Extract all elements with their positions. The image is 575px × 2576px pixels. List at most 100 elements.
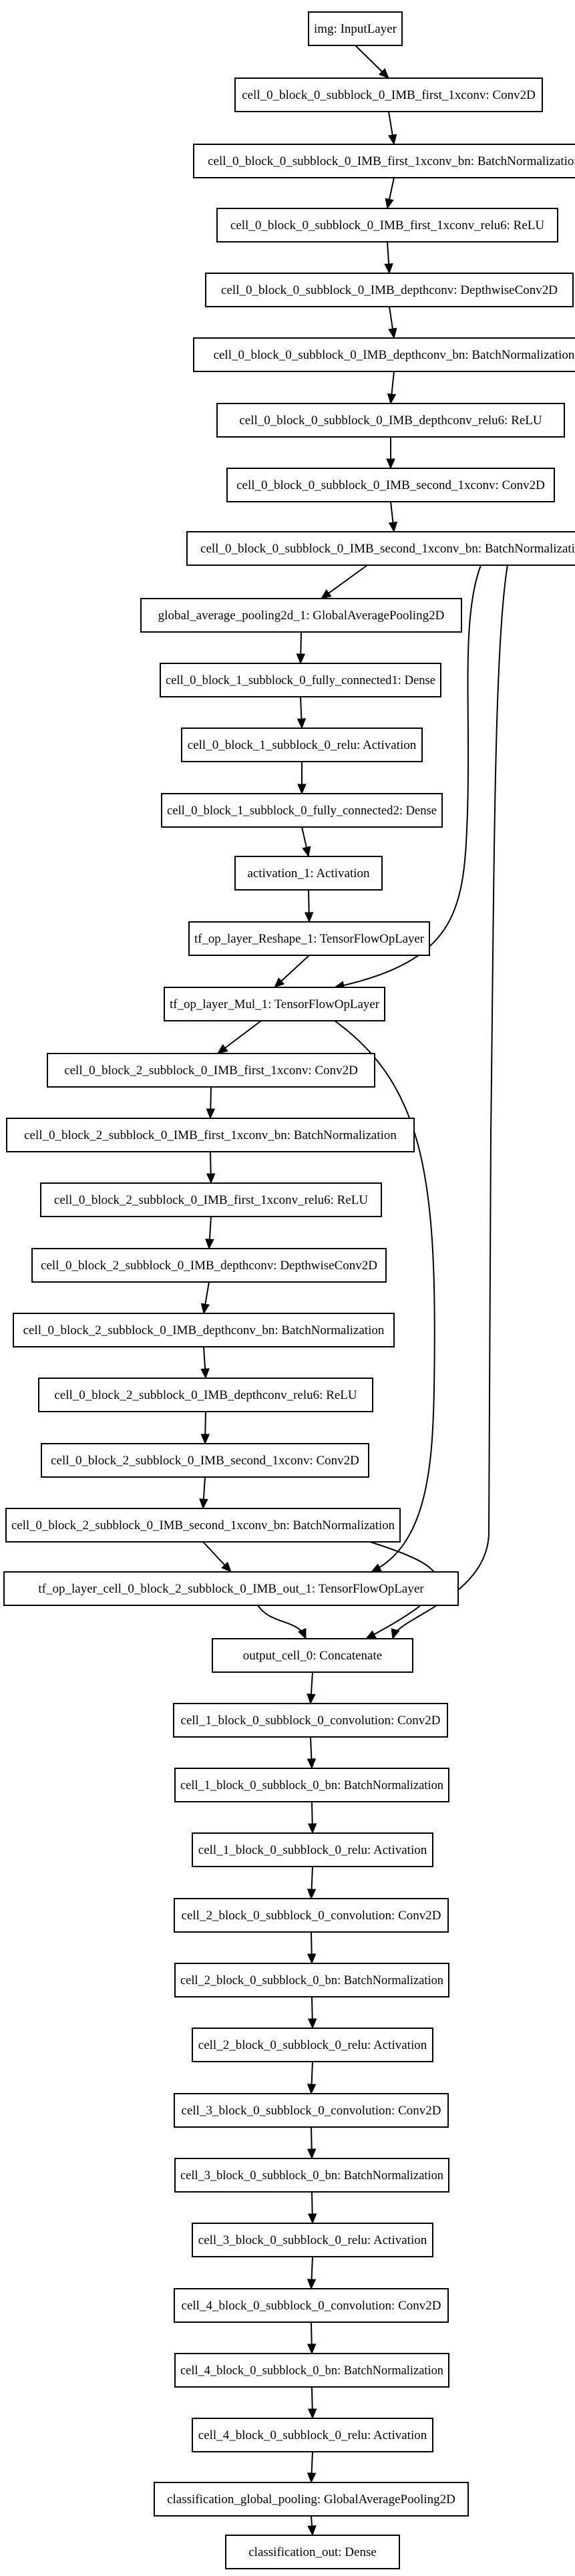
layer-node-c4-conv: cell_4_block_0_subblock_0_convolution: C…	[174, 2288, 449, 2323]
edge-arrowhead	[297, 1628, 307, 1640]
layer-label: cell_3_block_0_subblock_0_bn: BatchNorma…	[180, 2168, 443, 2183]
layer-node-c3-relu: cell_3_block_0_subblock_0_relu: Activati…	[192, 2223, 433, 2257]
layer-label: cell_4_block_0_subblock_0_convolution: C…	[182, 2299, 441, 2313]
layer-label: cell_0_block_0_subblock_0_IMB_second_1xc…	[200, 542, 575, 556]
layer-box	[188, 921, 430, 956]
layer-label: classification_out: Dense	[248, 2545, 377, 2559]
layer-label: cell_0_block_0_subblock_0_IMB_depthconv_…	[239, 414, 542, 428]
edge-arrowhead	[200, 1434, 210, 1445]
layer-node-c0b2-dw: cell_0_block_2_subblock_0_IMB_depthconv:…	[31, 1248, 387, 1283]
layer-box	[140, 598, 462, 633]
layer-node-c0b1-fc1: cell_0_block_1_subblock_0_fully_connecte…	[160, 663, 441, 697]
edge-arrowhead	[199, 1498, 208, 1510]
layer-box	[192, 2418, 433, 2452]
layer-box	[174, 1898, 449, 1933]
layer-node-c0b0-second-bn: cell_0_block_0_subblock_0_IMB_second_1xc…	[186, 531, 575, 566]
layer-box	[181, 728, 423, 762]
edge-arrowhead	[205, 1239, 214, 1250]
layer-box	[225, 2535, 400, 2569]
layer-node-c0b0-first-conv: cell_0_block_0_subblock_0_IMB_first_1xco…	[234, 77, 543, 112]
edge-arrowhead	[307, 2213, 317, 2225]
layer-node-act1: activation_1: Activation	[234, 856, 383, 891]
edge-arrowhead	[200, 1303, 210, 1315]
layer-label: cell_0_block_0_subblock_0_IMB_first_1xco…	[242, 88, 536, 102]
layer-box	[31, 1248, 387, 1283]
layer-label: cell_0_block_0_subblock_0_IMB_depthconv:…	[221, 283, 558, 297]
edge-arrowhead	[307, 2525, 317, 2537]
layer-label: cell_3_block_0_subblock_0_convolution: C…	[182, 2104, 441, 2118]
layer-box	[5, 1508, 401, 1543]
layer-label: cell_0_block_2_subblock_0_IMB_depthconv_…	[23, 1323, 385, 1337]
layer-box	[226, 468, 555, 502]
edge-arrowhead	[391, 1628, 400, 1640]
layer-box	[205, 273, 574, 307]
layer-label: cell_2_block_0_subblock_0_bn: BatchNorma…	[180, 1973, 443, 1987]
layer-node-c0b2-second-conv: cell_0_block_2_subblock_0_IMB_second_1xc…	[41, 1443, 369, 1478]
layer-node-c0b0-second-conv: cell_0_block_0_subblock_0_IMB_second_1xc…	[226, 468, 555, 502]
edge-c0b0-second-bn-to-out-c0	[392, 565, 508, 1639]
layer-node-c0b2-dw-relu: cell_0_block_2_subblock_0_IMB_depthconv_…	[38, 1378, 373, 1412]
layer-label: tf_op_layer_Reshape_1: TensorFlowOpLayer	[194, 932, 425, 946]
layer-label: cell_0_block_1_subblock_0_fully_connecte…	[166, 673, 435, 687]
edge-arrowhead	[378, 68, 389, 79]
layer-box	[193, 337, 575, 372]
layer-box	[174, 2288, 449, 2323]
layer-label: cell_1_block_0_subblock_0_convolution: C…	[181, 1714, 441, 1728]
edge-arrowhead	[387, 393, 397, 405]
layer-node-mul1: tf_op_layer_Mul_1: TensorFlowOpLayer	[164, 987, 385, 1021]
edge-arrowhead	[216, 1043, 228, 1054]
edge-arrowhead	[274, 977, 285, 988]
edge-arrowhead	[384, 263, 393, 275]
edge-arrowhead	[307, 1694, 316, 1705]
layer-box	[160, 663, 441, 697]
edge-arrowhead	[307, 1823, 317, 1834]
layer-node-c3-conv: cell_3_block_0_subblock_0_convolution: C…	[174, 2093, 449, 2128]
layer-box	[6, 1118, 415, 1152]
edge-arrowhead	[297, 784, 307, 795]
layer-label: cell_0_block_1_subblock_0_relu: Activati…	[188, 738, 417, 752]
layer-node-cls-gap: classification_global_pooling: GlobalAve…	[154, 2482, 469, 2517]
layer-label: cell_0_block_2_subblock_0_IMB_first_1xco…	[54, 1193, 368, 1207]
layer-box	[41, 1443, 369, 1478]
edge-arrowhead	[320, 589, 332, 599]
layer-label: cell_0_block_2_subblock_0_IMB_second_1xc…	[11, 1518, 395, 1533]
layer-label: cell_4_block_0_subblock_0_bn: BatchNorma…	[180, 2364, 443, 2378]
layer-box	[40, 1182, 382, 1217]
edge-arrowhead	[206, 1108, 216, 1120]
edge-arrowhead	[307, 2279, 317, 2290]
layer-node-c2-conv: cell_2_block_0_subblock_0_convolution: C…	[174, 1898, 449, 1933]
layer-box	[192, 2028, 433, 2062]
layer-node-c0b2-out: tf_op_layer_cell_0_block_2_subblock_0_IM…	[3, 1571, 459, 1606]
layer-label: tf_op_layer_cell_0_block_2_subblock_0_IM…	[38, 1582, 424, 1596]
layer-label: cell_1_block_0_subblock_0_bn: BatchNorma…	[180, 1778, 443, 1792]
layer-box	[38, 1378, 373, 1412]
layer-box	[164, 987, 385, 1021]
layer-label: tf_op_layer_Mul_1: TensorFlowOpLayer	[170, 997, 380, 1011]
layer-label: cell_2_block_0_subblock_0_relu: Activati…	[198, 2038, 427, 2052]
layer-box	[216, 403, 565, 438]
layer-label: cell_0_block_2_subblock_0_IMB_second_1xc…	[51, 1454, 359, 1468]
layer-box	[161, 793, 443, 828]
edge-arrowhead	[370, 1563, 382, 1573]
layer-node-c1-relu: cell_1_block_0_subblock_0_relu: Activati…	[192, 1832, 433, 1867]
layer-label: cell_0_block_2_subblock_0_IMB_depthconv_…	[54, 1388, 357, 1402]
edge-arrowhead	[307, 2344, 317, 2355]
layer-box	[3, 1571, 459, 1606]
layer-node-img: img: InputLayer	[308, 11, 403, 46]
layer-box	[308, 11, 403, 46]
layer-node-gap1: global_average_pooling2d_1: GlobalAverag…	[140, 598, 462, 633]
layer-box	[193, 144, 575, 178]
edge-arrowhead	[388, 327, 397, 339]
layer-label: cell_0_block_2_subblock_0_IMB_depthconv:…	[41, 1259, 377, 1273]
layer-label: output_cell_0: Concatenate	[243, 1649, 382, 1663]
layer-label: cell_0_block_2_subblock_0_IMB_first_1xco…	[24, 1128, 397, 1142]
edge-arrowhead	[307, 2084, 317, 2095]
layer-label: classification_global_pooling: GlobalAve…	[167, 2492, 455, 2507]
layer-label: cell_0_block_0_subblock_0_IMB_first_1xco…	[230, 218, 544, 232]
edge-arrowhead	[297, 718, 307, 730]
edge-arrowhead	[307, 1953, 317, 1965]
graph-edges	[199, 45, 508, 2537]
layer-label: cell_0_block_0_subblock_0_IMB_depthconv_…	[214, 348, 575, 362]
layer-label: img: InputLayer	[314, 22, 397, 36]
